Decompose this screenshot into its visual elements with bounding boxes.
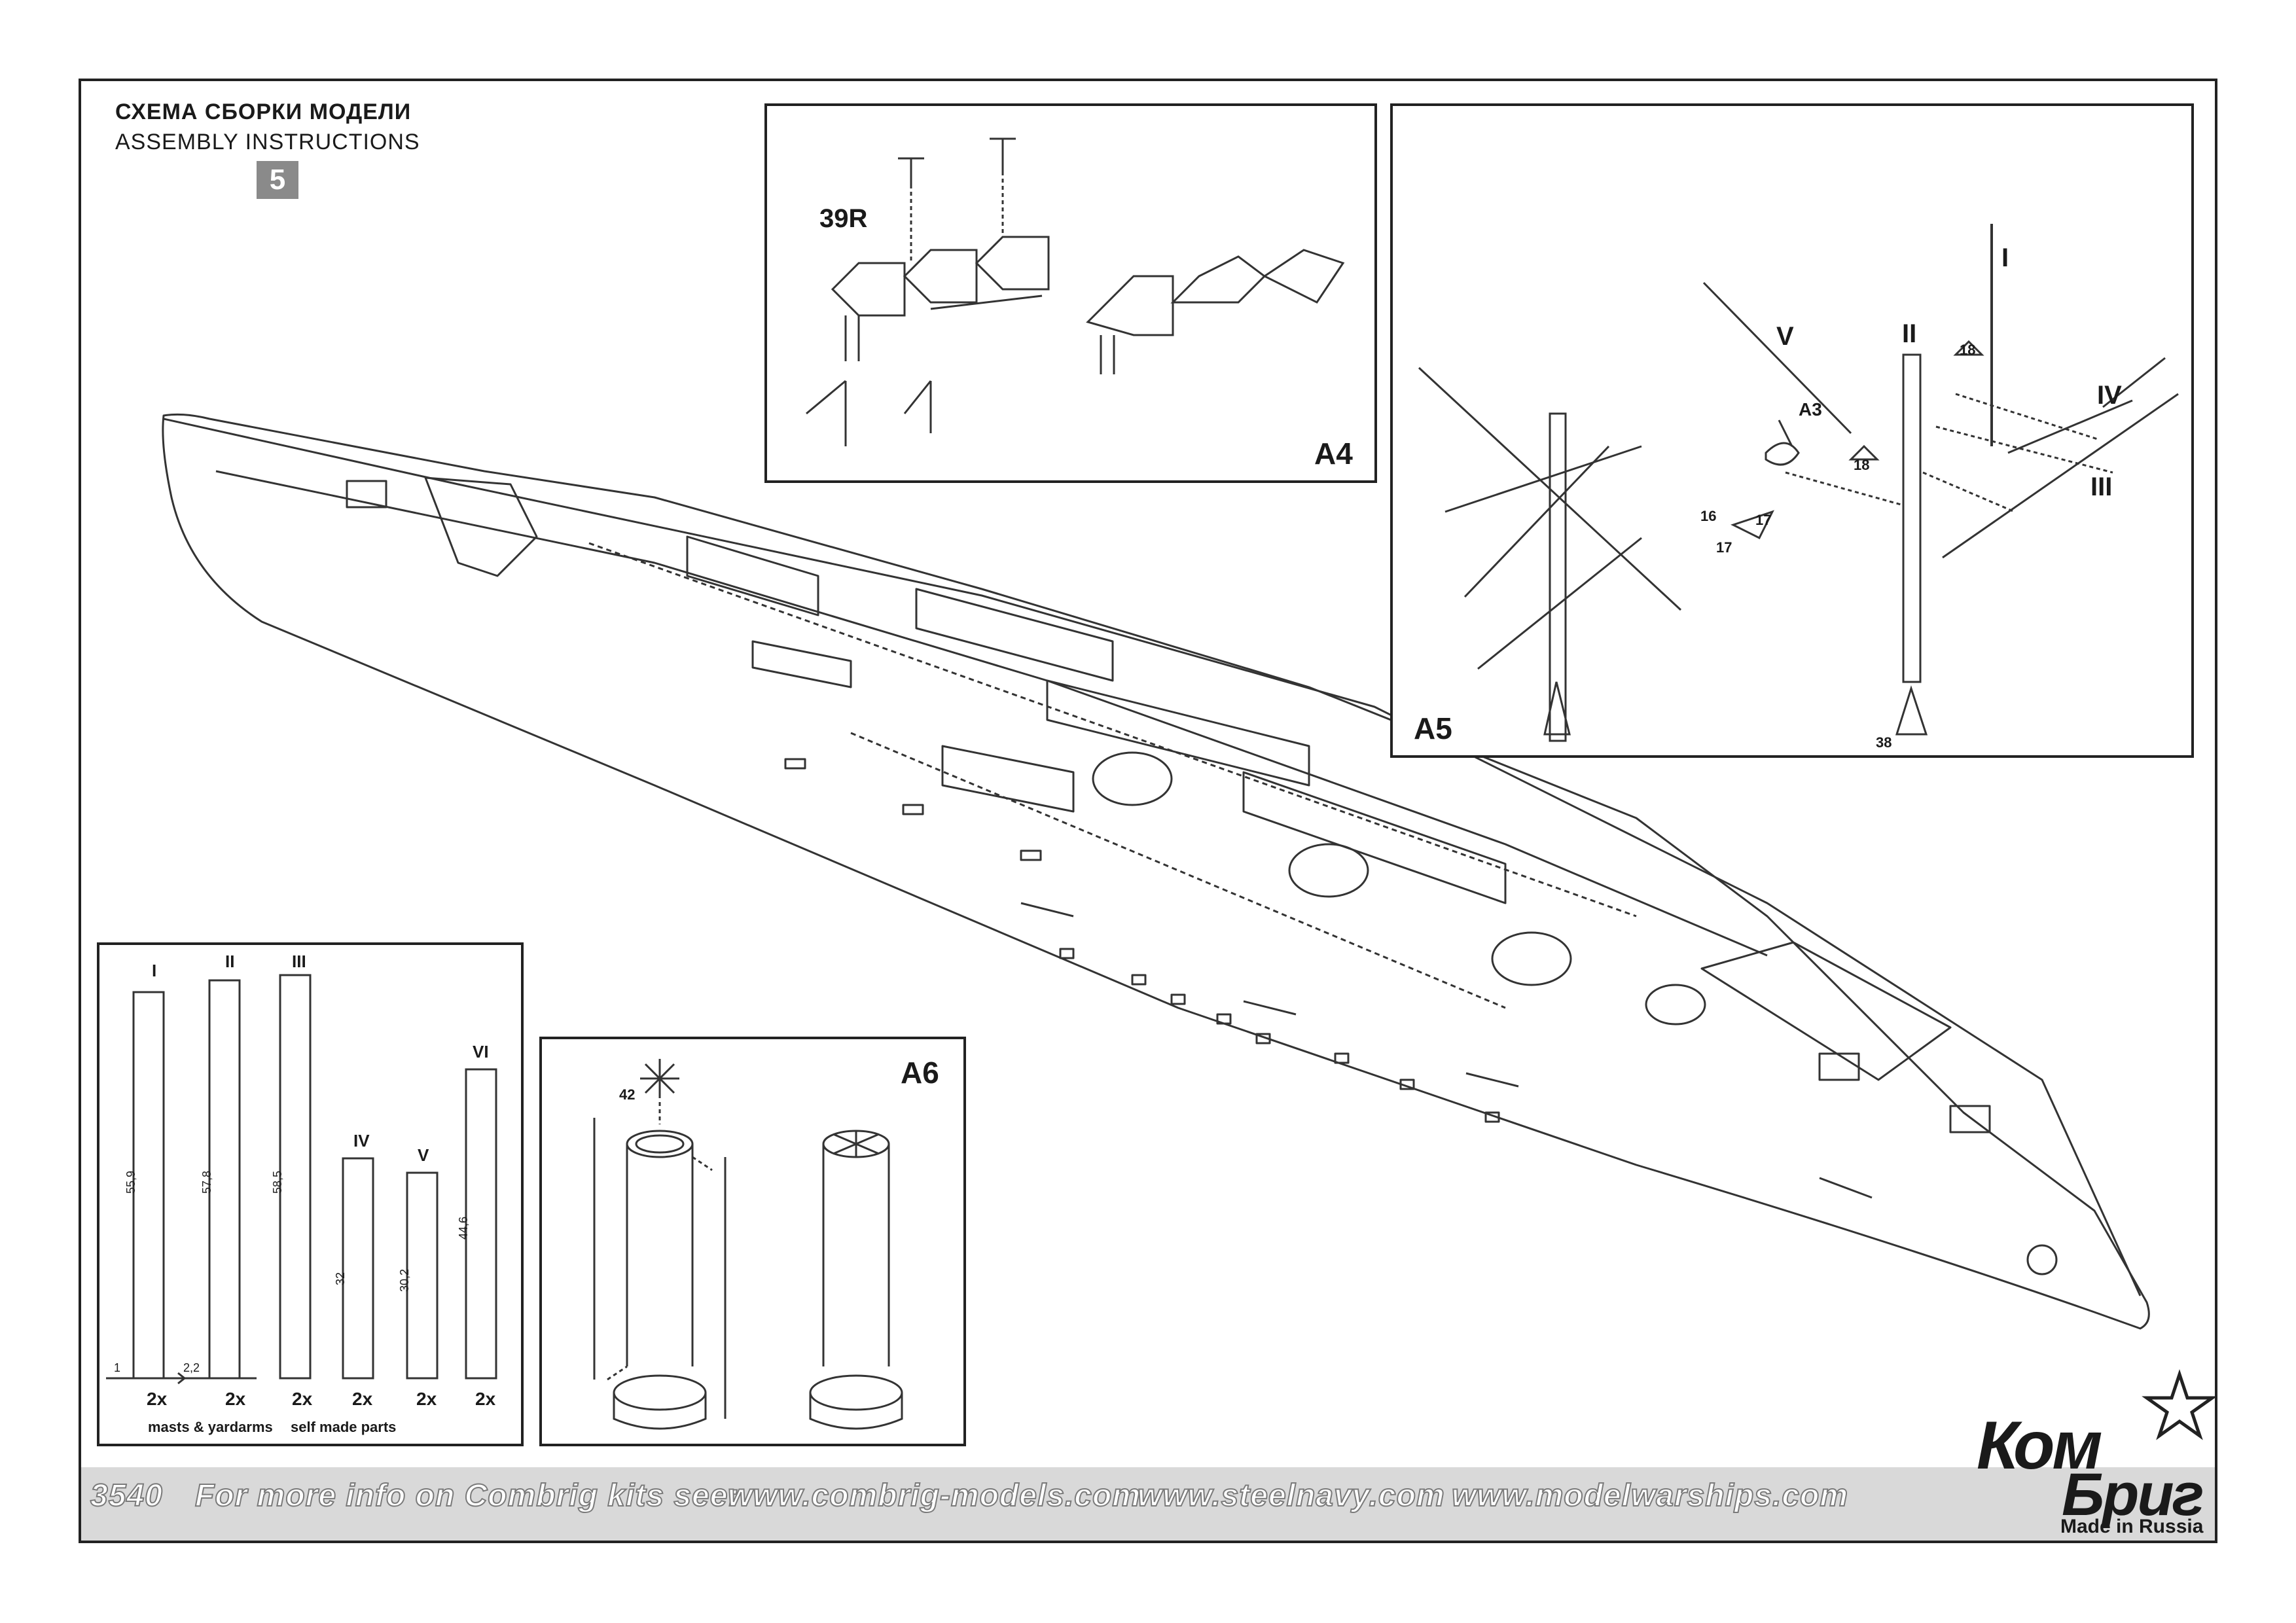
footer-link-combrig[interactable]: www.combrig-models.com [727, 1478, 1141, 1514]
title-russian: СХЕМА СБОРКИ МОДЕЛИ [115, 99, 412, 124]
mast-bars-drawing [106, 974, 497, 1385]
part-label-16: 16 [1700, 508, 1717, 524]
logo-text-kom: Ком [1977, 1408, 2102, 1484]
yard-label-iii: III [2090, 473, 2113, 501]
part-label-18-top: 18 [1960, 342, 1976, 358]
part-label-42: 42 [619, 1086, 636, 1103]
logo-tagline: Made in Russia [2060, 1516, 2204, 1537]
mast-count-2: 2x [225, 1389, 246, 1409]
detail-panel-a4: 39R A4 [764, 103, 1377, 483]
detail-panel-a5: I II III IV V A3 18 18 16 17 17 38 A5 [1390, 103, 2194, 758]
funnel-assembly-drawing [593, 1059, 903, 1430]
footer-kit-code: 3540 [90, 1478, 163, 1514]
part-label-a3: A3 [1799, 399, 1822, 419]
step-number-badge: 5 [257, 161, 298, 199]
mast-count-5: 2x [416, 1389, 437, 1409]
footer-bar [81, 1467, 2215, 1541]
part-label-38: 38 [1876, 734, 1892, 751]
diameter-label-2: 2,2 [183, 1361, 200, 1374]
panel-label-a6: A6 [901, 1056, 939, 1090]
mast-label-ii: II [1902, 319, 1917, 348]
footer-info-text: For more info on Combrig kits see: [194, 1478, 740, 1514]
part-label-17-right: 17 [1755, 512, 1772, 528]
mast-bar-roman-5: V [418, 1145, 429, 1165]
part-label-17-bottom: 17 [1716, 539, 1732, 556]
footer-link-modelwarships[interactable]: www.modelwarships.com [1451, 1478, 1849, 1514]
title-english: ASSEMBLY INSTRUCTIONS [115, 130, 420, 154]
footer-link-steelnavy[interactable]: www.steelnavy.com [1137, 1478, 1445, 1514]
part-label-18-mid: 18 [1854, 457, 1870, 473]
panel-label-a5: A5 [1414, 711, 1452, 745]
mast-count-3: 2x [292, 1389, 313, 1409]
panel-label-a4: A4 [1314, 437, 1353, 471]
yard-label-v: V [1776, 322, 1794, 351]
logo-text-brig: Бриг [2062, 1461, 2204, 1528]
mast-assembly-drawing [1418, 224, 2179, 742]
mast-count-1: 2x [147, 1389, 168, 1409]
masts-dimensions-panel: I II III IV V VI 55,9 57,8 58,5 32 30,2 … [97, 942, 524, 1446]
mast-count-6: 2x [475, 1389, 496, 1409]
diameter-label-1: 1 [114, 1361, 121, 1374]
legend-masts-yardarms: masts & yardarms [148, 1419, 273, 1435]
platform-assembly-drawing [806, 137, 1345, 446]
yard-label-iv: IV [2097, 381, 2122, 410]
mast-bar-roman-6: VI [473, 1042, 489, 1061]
sprocket-part-42 [640, 1059, 679, 1098]
mast-bar-roman-2: II [225, 952, 235, 971]
mast-count-4: 2x [352, 1389, 373, 1409]
mast-label-i: I [2001, 243, 2009, 272]
page-frame [79, 79, 2217, 1543]
mast-bar-roman-1: I [152, 961, 157, 980]
legend-self-made-parts: self made parts [291, 1419, 397, 1435]
mast-bar-roman-3: III [292, 952, 306, 971]
detail-panel-a6: 42 A6 [539, 1037, 966, 1446]
part-label-39r: 39R [819, 204, 868, 233]
mast-bar-roman-4: IV [353, 1131, 370, 1150]
